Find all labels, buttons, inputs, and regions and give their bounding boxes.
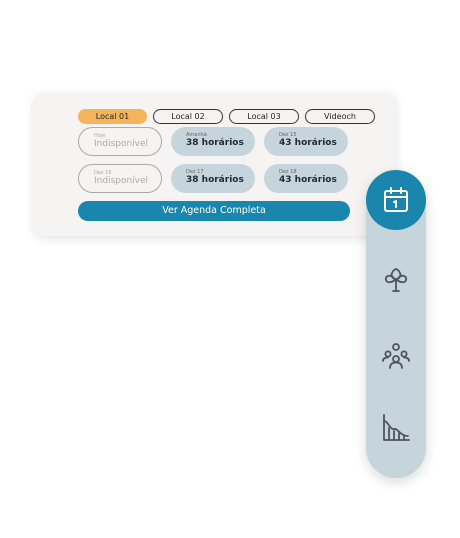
location-tabs: Local 01 Local 02 Local 03 Videoch: [78, 109, 384, 124]
nav-calendar-button[interactable]: [366, 170, 426, 230]
chart-icon: [383, 414, 410, 441]
slot-date: Hoje: [94, 133, 106, 139]
slot-value: 43 horários: [279, 175, 337, 185]
calendar-icon: [384, 187, 408, 212]
people-icon: [382, 343, 410, 369]
slot-dez-18[interactable]: Dez 18 43 horários: [264, 164, 348, 193]
tab-local-02[interactable]: Local 02: [153, 109, 223, 124]
tab-local-03[interactable]: Local 03: [229, 109, 299, 124]
schedule-card: Local 01 Local 02 Local 03 Videoch Hoje Ind…: [34, 93, 396, 236]
slot-dez-17[interactable]: Dez 17 38 horários: [171, 164, 255, 193]
slot-value: Indisponível: [94, 176, 149, 186]
nav-people-button[interactable]: [366, 325, 426, 385]
slot-date: Dez 17: [186, 169, 204, 175]
tab-local-01[interactable]: Local 01: [78, 109, 147, 124]
slot-value: 38 horários: [186, 138, 244, 148]
tab-videochamada[interactable]: Videoch: [305, 109, 375, 124]
slot-dez-16: Dez 16 Indisponível: [78, 164, 162, 193]
slot-date: Amanhã: [186, 132, 207, 138]
slot-tomorrow[interactable]: Amanhã 38 horários: [171, 127, 255, 156]
view-full-schedule-button[interactable]: Ver Agenda Completa: [78, 201, 350, 221]
slot-value: Indisponível: [94, 139, 149, 149]
slot-date: Dez 16: [94, 170, 112, 176]
slot-date: Dez 18: [279, 169, 297, 175]
nav-chart-button[interactable]: [366, 398, 426, 458]
slot-dez-15[interactable]: Dez 15 43 horários: [264, 127, 348, 156]
slot-date: Dez 15: [279, 132, 297, 138]
side-nav-rail: [366, 170, 426, 478]
slot-today: Hoje Indisponível: [78, 127, 162, 156]
clover-icon: [384, 268, 408, 292]
slot-value: 38 horários: [186, 175, 244, 185]
nav-clover-button[interactable]: [366, 250, 426, 310]
slot-value: 43 horários: [279, 138, 337, 148]
